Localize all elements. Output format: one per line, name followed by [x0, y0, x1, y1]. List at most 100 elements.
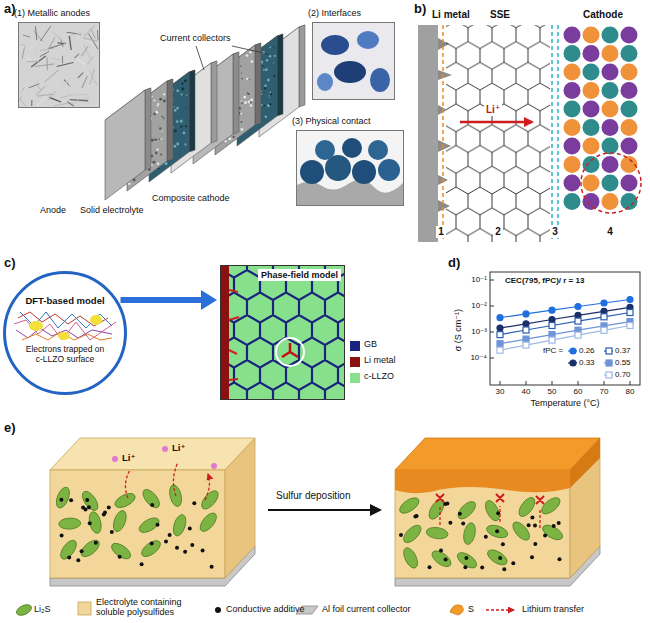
data-marker	[575, 318, 581, 324]
legend-swatch	[350, 341, 360, 351]
metal-fiber	[60, 76, 72, 90]
metal-fiber	[77, 59, 85, 65]
cathode-atom	[602, 27, 619, 44]
metal-fiber	[20, 87, 26, 97]
conductive-additive	[110, 530, 114, 534]
metal-fiber	[20, 100, 26, 107]
cathode-atom	[564, 156, 581, 173]
conductive-additive	[552, 524, 556, 528]
cathode-particles	[564, 27, 638, 211]
lithium-path	[125, 462, 209, 500]
cathode-atom	[621, 45, 638, 62]
slab-edge	[233, 52, 239, 134]
data-marker	[523, 311, 529, 317]
metal-fiber	[40, 48, 54, 51]
callout-number: 2	[493, 226, 503, 238]
speckle	[185, 125, 187, 127]
inset-frame	[18, 22, 100, 108]
metal-fiber	[58, 43, 65, 44]
interface-line	[551, 25, 553, 242]
conductive-additive	[444, 557, 448, 561]
speckle	[182, 88, 185, 91]
speckle	[157, 163, 159, 165]
cathode-atom	[583, 27, 600, 44]
speckle	[249, 51, 252, 54]
metal-fiber	[40, 26, 51, 41]
data-marker	[601, 314, 607, 320]
panel-letter: e)	[4, 421, 16, 436]
cathode-atom	[602, 64, 619, 81]
blocked-mark	[436, 494, 544, 504]
cathode-atom	[621, 64, 638, 81]
metal-fiber	[88, 57, 94, 65]
plot-frame	[490, 272, 640, 385]
conductive-additive	[107, 505, 111, 509]
li2s-particle	[510, 519, 533, 543]
li2s-particle	[58, 538, 80, 562]
speckle	[176, 143, 179, 146]
conductive-additive	[558, 557, 562, 561]
conductive-additive	[530, 516, 534, 520]
li2s-particle	[540, 522, 565, 543]
speckle	[250, 101, 252, 103]
li2s-particle	[113, 491, 138, 511]
speckle	[241, 102, 243, 104]
metal-fiber	[40, 52, 49, 57]
cathode-atom	[564, 175, 581, 192]
legend-text: Lithium transfer	[522, 604, 584, 614]
sulfur-layer	[570, 438, 600, 488]
speckle	[240, 65, 242, 67]
cathode-particle	[342, 138, 362, 158]
data-marker	[497, 325, 503, 331]
cathode-atom	[602, 138, 619, 155]
metal-fiber	[70, 33, 83, 36]
metal-fiber	[33, 30, 43, 41]
data-marker	[606, 360, 612, 366]
grain-boundaries	[220, 265, 345, 400]
speckle	[263, 105, 265, 107]
triple-junction	[282, 343, 298, 357]
speckle	[163, 118, 165, 120]
conductive-additive	[511, 561, 515, 565]
legend-icon	[78, 602, 91, 615]
li2s-particle	[485, 523, 509, 540]
tick-label: 50	[548, 387, 557, 396]
metal-fiber	[49, 97, 61, 102]
conductive-additive	[533, 542, 537, 546]
legend-text: Al foil current collector	[322, 604, 411, 614]
conductive-additive	[533, 524, 537, 528]
speckle	[249, 79, 250, 80]
metal-fiber	[36, 26, 37, 40]
speckle	[184, 143, 186, 145]
cathode-particle	[352, 160, 376, 184]
li2s-particle	[516, 495, 538, 519]
speckle	[264, 84, 267, 87]
model-circle: DFT-based modelElectrons trapped on c-LL…	[3, 271, 127, 395]
speckle	[151, 96, 153, 98]
cathode-atom	[564, 64, 581, 81]
inset-heading: (3) Physical contact	[292, 116, 371, 126]
particle	[334, 61, 366, 83]
cathode-atom	[621, 101, 638, 118]
speckle	[176, 89, 179, 92]
cathode-atom	[564, 27, 581, 44]
data-line	[500, 326, 630, 351]
speckle	[228, 137, 231, 140]
legend-text: 0.37	[615, 346, 631, 355]
conductive-additive	[60, 534, 64, 538]
conductive-additive	[192, 501, 196, 505]
metal-fiber	[31, 100, 32, 106]
legend-text: Electrolyte containing soluble polysulfi…	[96, 598, 208, 618]
speckle	[243, 96, 245, 98]
data-marker	[523, 321, 529, 327]
metal-fiber	[26, 57, 32, 60]
speckle	[246, 78, 248, 80]
speckle	[265, 116, 267, 118]
metal-fiber	[73, 64, 78, 72]
ion-arrow	[460, 121, 532, 124]
speckle	[269, 55, 272, 58]
panel-letter: c)	[4, 256, 16, 271]
conductive-additive	[67, 556, 71, 560]
conductive-additive	[140, 562, 144, 566]
cell-stack	[105, 25, 305, 200]
